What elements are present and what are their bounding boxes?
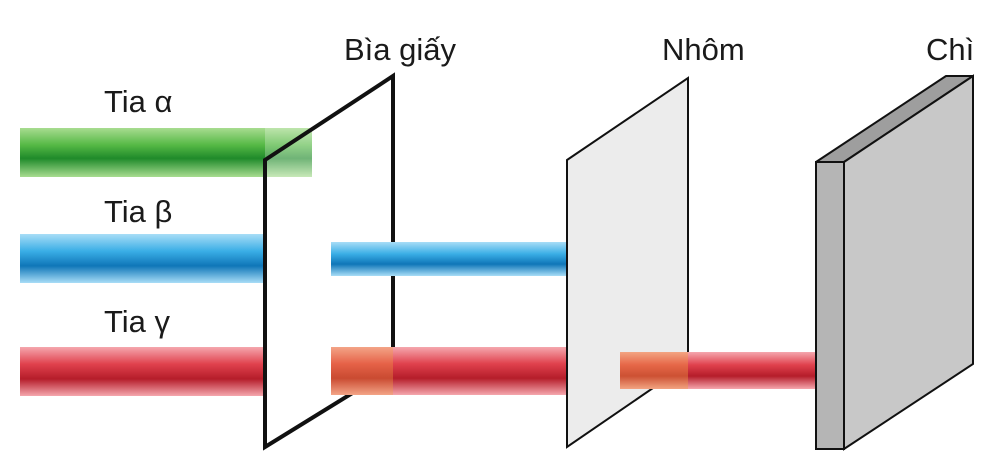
gamma-ray-beam-right: [620, 352, 816, 389]
gamma-ray-beam-middle-overlap: [331, 347, 393, 395]
alpha-ray-fade: [265, 128, 312, 177]
lead-label: Chì: [926, 32, 975, 67]
alpha-ray-label: Tia α: [104, 84, 173, 119]
beta-ray-beam-middle: [331, 242, 567, 276]
gamma-ray-beam-left: [20, 347, 266, 396]
gamma-ray-label: Tia γ: [104, 304, 171, 339]
beta-ray-incoming: [20, 234, 266, 283]
lead-front-face: [815, 161, 845, 450]
lead-barrier: [815, 74, 974, 451]
beta-ray-transmitted: [331, 242, 567, 276]
gamma-ray-incoming: [20, 347, 266, 396]
gamma-ray-transmitted-2: [620, 352, 816, 389]
aluminium-barrier: [566, 76, 689, 449]
gamma-ray-beam-middle: [331, 347, 567, 395]
aluminium-sheet: [566, 76, 689, 449]
paper-label: Bìa giấy: [344, 32, 457, 67]
beta-ray-beam-left: [20, 234, 266, 283]
gamma-ray-transmitted-1: [331, 347, 567, 395]
alpha-ray: [20, 128, 312, 177]
gamma-ray-beam-right-overlap: [620, 352, 688, 389]
aluminium-label: Nhôm: [662, 32, 745, 67]
beta-ray-label: Tia β: [104, 194, 173, 229]
lead-side-face: [843, 74, 974, 451]
